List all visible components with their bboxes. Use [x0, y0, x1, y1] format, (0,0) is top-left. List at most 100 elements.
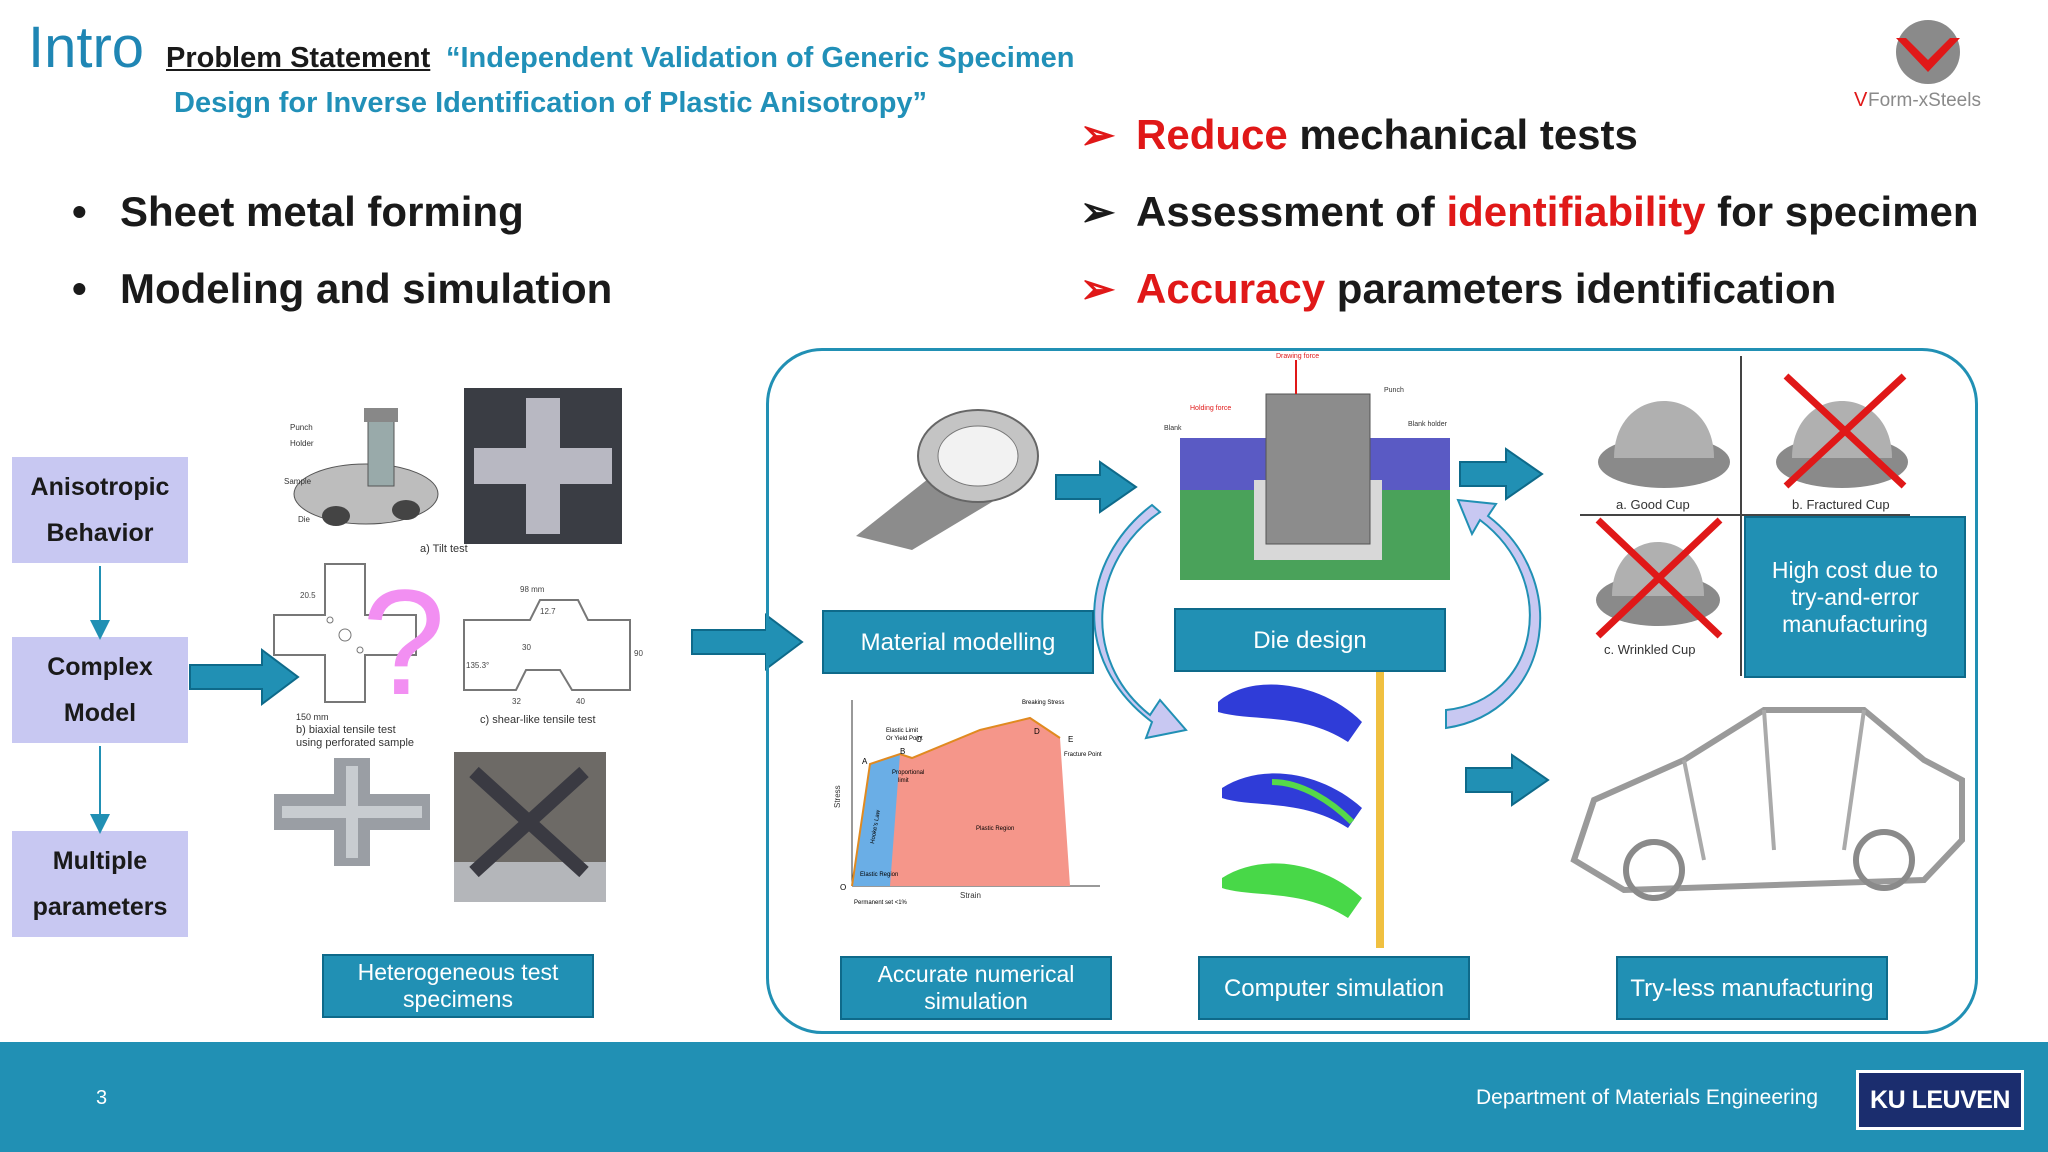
- flow-box-line: Complex: [47, 653, 153, 681]
- flow-box-complex-model: Complex Model: [12, 637, 188, 743]
- dimension-label: 40: [576, 697, 585, 706]
- cross-perforated-specimen: [268, 752, 436, 872]
- problem-statement-line-1: “Independent Validation of Generic Speci…: [446, 42, 1075, 74]
- cross-perforated-specimen-icon: [274, 758, 430, 866]
- arrow-bullet-icon: ➢: [1080, 111, 1116, 158]
- vform-xsteels-logo: V Form-xSteels: [1852, 16, 2012, 112]
- topic-bullets: •Sheet metal forming •Modeling and simul…: [72, 188, 612, 342]
- accurate-simulation-box: Accurate numerical simulation: [840, 956, 1112, 1020]
- wrinkled-cup-icon: [1595, 517, 1723, 639]
- goal-list: ➢Reduce mechanical tests ➢Assessment of …: [1080, 110, 1979, 341]
- point-label: D: [1034, 727, 1040, 736]
- tilt-label: Die: [298, 515, 311, 524]
- point-label: A: [862, 757, 868, 766]
- dimension-label: 135.3°: [466, 661, 489, 670]
- chart-annotation: Hooke's Law: [870, 809, 882, 844]
- axis-label: Strain: [960, 891, 981, 900]
- vform-logo-icon: V Form-xSteels: [1854, 20, 1981, 111]
- sheet-coil-icon: [856, 409, 1039, 550]
- bullet-item: •Modeling and simulation: [72, 265, 613, 312]
- tilt-test-image: Punch Holder Sample Die: [268, 398, 458, 548]
- slide-title: Intro: [28, 15, 145, 80]
- chart-annotation: Fracture Point: [1064, 752, 1102, 758]
- shear-specimen-icon: 98 mm 12.7 90 30 135.3° 32 40: [463, 585, 643, 706]
- tilt-label: Punch: [290, 423, 313, 432]
- dimension-label: 90: [634, 649, 643, 658]
- biaxial-caption-1: b) biaxial tensile test: [296, 724, 396, 736]
- cup-divider: [1580, 514, 1910, 516]
- block-arrow-right-icon: [189, 648, 300, 706]
- chart-annotation: Permanent set <1%: [854, 900, 908, 906]
- car-body-icon: [1570, 707, 1965, 901]
- computer-simulation-box: Computer simulation: [1198, 956, 1470, 1020]
- die-design-box: Die design: [1174, 608, 1446, 672]
- point-label: E: [1068, 735, 1073, 744]
- tilt-test-caption: a) Tilt test: [420, 543, 468, 555]
- chart-annotation: Breaking Stress: [1022, 700, 1064, 706]
- good-cup-caption: a. Good Cup: [1616, 497, 1690, 512]
- shear-specimen-drawing: 98 mm 12.7 90 30 135.3° 32 40: [460, 585, 643, 710]
- die-design-image: Drawing force Punch Holding force Blank …: [1162, 350, 1462, 612]
- flow-box-line: Behavior: [46, 519, 154, 547]
- question-mark: ?: [362, 558, 446, 726]
- problem-statement-line-2: Design for Inverse Identification of Pla…: [174, 87, 928, 119]
- curved-arrow-icon: [1093, 503, 1188, 740]
- heterogeneous-specimens-label: Heterogeneous test specimens: [322, 954, 594, 1018]
- arrow-bullet-icon: ➢: [1080, 188, 1116, 235]
- flow-box-line: parameters: [32, 893, 168, 921]
- goal-item: ➢Accuracy parameters identification: [1080, 264, 1979, 341]
- flow-box-line: Model: [63, 699, 137, 727]
- goal-highlight: Accuracy: [1136, 265, 1326, 312]
- die-design-icon: Drawing force Punch Holding force Blank …: [1164, 353, 1450, 580]
- block-arrow-right-icon: [1465, 753, 1550, 807]
- goal-highlight: identifiability: [1446, 188, 1706, 235]
- chart-annotation: Elastic Limit: [886, 728, 918, 734]
- workflow-panel: [766, 348, 1978, 1034]
- chart-annotation: limit: [898, 778, 909, 784]
- bullet-text: Sheet metal forming: [120, 188, 524, 235]
- biaxial-caption-dim: 150 mm: [296, 712, 329, 722]
- die-label: Blank: [1164, 425, 1182, 432]
- biaxial-caption-2: using perforated sample: [296, 737, 415, 749]
- ku-leuven-logo: KU LEUVEN: [1856, 1070, 2024, 1130]
- dimension-label: 30: [522, 643, 531, 652]
- goal-text: for specimen: [1705, 188, 1979, 235]
- biaxial-specimen-drawing: 20.5: [270, 560, 420, 706]
- fractured-cup-icon: [1776, 373, 1908, 489]
- problem-statement-label: Problem Statement: [166, 42, 431, 74]
- point-label: C: [916, 735, 922, 744]
- goal-item: ➢Reduce mechanical tests: [1080, 110, 1979, 187]
- flow-box-anisotropic-behavior: Anisotropic Behavior: [12, 457, 188, 563]
- department-name: Department of Materials Engineering: [1476, 1086, 1819, 1109]
- material-modelling-box: Material modelling: [822, 610, 1094, 674]
- curved-arrow-icon: [1445, 498, 1542, 730]
- biaxial-specimen-icon: 20.5: [273, 563, 417, 703]
- shear-caption: c) shear-like tensile test: [480, 714, 596, 726]
- stress-strain-icon: Stress Strain O A B C D E Breaking Stres…: [833, 700, 1102, 906]
- die-label: Blank holder: [1408, 421, 1448, 428]
- flow-box-line: Anisotropic: [30, 473, 170, 501]
- dimension-label: 20.5: [300, 591, 316, 600]
- goal-item: ➢Assessment of identifiability for speci…: [1080, 187, 1979, 264]
- tryless-manufacturing-box: Try-less manufacturing: [1616, 956, 1888, 1020]
- dimension-label: 32: [512, 697, 521, 706]
- high-cost-box: High cost due to try-and-error manufactu…: [1744, 516, 1966, 678]
- dimension-label: 12.7: [540, 607, 556, 616]
- tilt-label: Holder: [290, 439, 314, 448]
- die-label: Drawing force: [1276, 353, 1319, 360]
- flow-box-line: Multiple: [52, 847, 148, 875]
- chart-annotation: Plastic Region: [976, 826, 1014, 832]
- point-label: O: [840, 883, 846, 892]
- tilt-test-icon: Punch Holder Sample Die: [284, 408, 439, 526]
- fractured-cup-image: [1762, 362, 1924, 512]
- chart-annotation: Elastic Region: [860, 872, 898, 878]
- die-label: Holding force: [1190, 405, 1231, 412]
- cross-specimen-photo: [464, 388, 622, 544]
- test-rig-icon: [454, 766, 606, 902]
- flow-box-multiple-parameters: Multiple parameters: [12, 831, 188, 937]
- good-cup-image: [1584, 362, 1746, 512]
- block-arrow-right-icon: [1055, 460, 1138, 514]
- cup-divider: [1740, 356, 1742, 676]
- bullet-text: Modeling and simulation: [120, 265, 613, 312]
